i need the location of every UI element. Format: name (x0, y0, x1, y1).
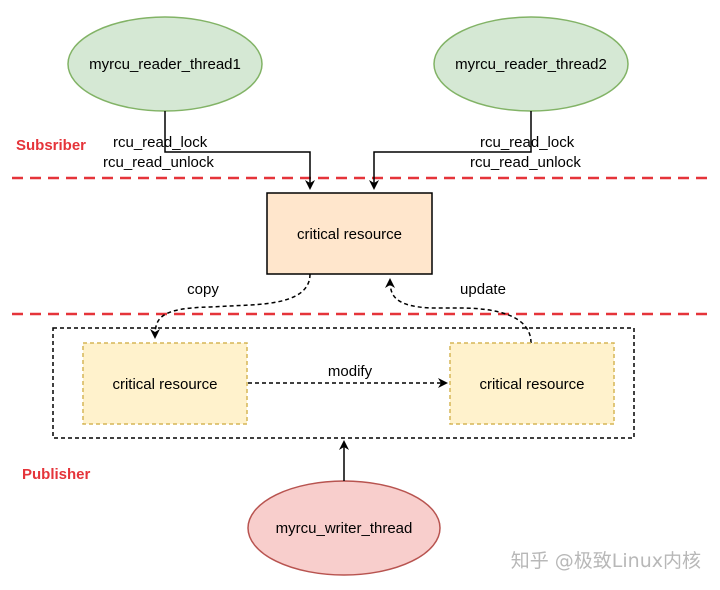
update-label: update (460, 281, 506, 298)
reader2-to-critical-edge (369, 111, 532, 190)
reader2-unlock-label: rcu_read_unlock (470, 154, 581, 171)
publisher-container (52, 327, 635, 439)
modify-label: modify (328, 363, 373, 380)
reader1-unlock-label: rcu_read_unlock (103, 154, 214, 171)
subscriber-section-label: Subsriber (16, 137, 86, 154)
update-edge (385, 278, 532, 344)
critical-resource-box (266, 192, 433, 275)
reader2-lock-label: rcu_read_lock (480, 134, 575, 151)
copy-right-label: critical resource (479, 376, 584, 393)
copy-left-box (82, 342, 248, 425)
watermark: 知乎 @极致Linux内核 (511, 550, 701, 572)
critical-resource-label: critical resource (297, 226, 402, 243)
reader-thread-2-label: myrcu_reader_thread2 (455, 56, 607, 73)
copy-right-box (449, 342, 615, 425)
copy-edge (150, 273, 311, 339)
reader1-lock-label: rcu_read_lock (113, 134, 208, 151)
copy-left-label: critical resource (112, 376, 217, 393)
reader-thread-1-label: myrcu_reader_thread1 (89, 56, 241, 73)
copy-label: copy (187, 281, 219, 298)
publisher-section-label: Publisher (22, 466, 91, 483)
writer-thread-label: myrcu_writer_thread (276, 520, 413, 537)
reader1-to-critical-edge (164, 111, 315, 190)
